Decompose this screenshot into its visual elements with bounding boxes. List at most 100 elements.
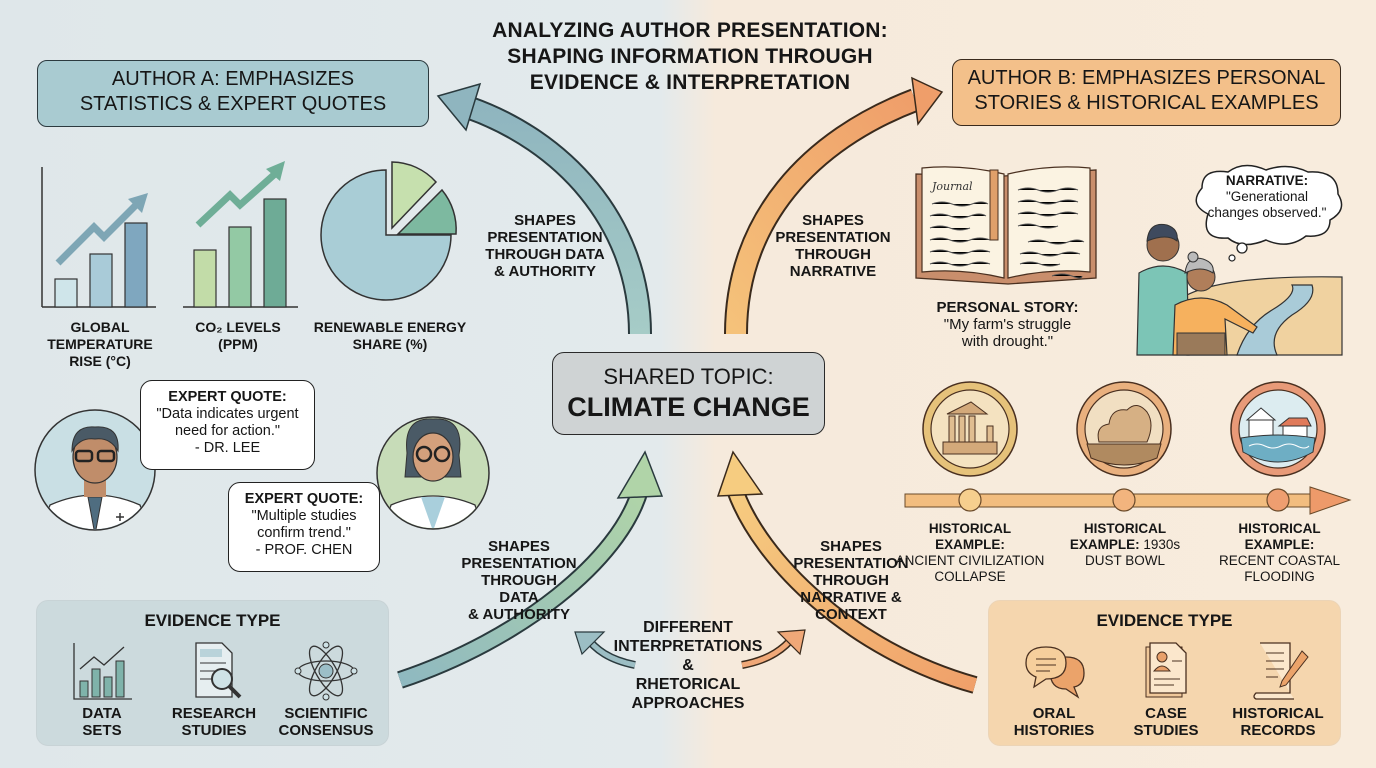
atom-icon bbox=[294, 641, 358, 701]
arrow-label-line: & AUTHORITY bbox=[468, 606, 570, 623]
quote-heading: EXPERT QUOTE: bbox=[168, 389, 287, 405]
narrative-text: changes observed." bbox=[1207, 205, 1327, 220]
hist-detail: COLLAPSE bbox=[934, 569, 1006, 584]
thought-cloud-icon bbox=[1195, 164, 1343, 262]
arrow-label-line: PRESENTATION bbox=[793, 555, 909, 572]
svg-text:Journal: Journal bbox=[930, 180, 973, 193]
arrow-label-a-bottom: SHAPES PRESENTATION THROUGH DATA & AUTHO… bbox=[460, 538, 578, 623]
arrow-label-line: SHAPES bbox=[488, 538, 550, 555]
hist-heading: HISTORICAL bbox=[1083, 521, 1167, 536]
hist-heading: HISTORICAL bbox=[1238, 521, 1321, 536]
evidence-title: EVIDENCE TYPE bbox=[144, 611, 281, 630]
arrow-label-line: SHAPES bbox=[514, 212, 576, 229]
hist-heading: EXAMPLE: bbox=[1244, 537, 1315, 552]
arrow-to-author-a bbox=[436, 82, 652, 335]
quote-text: confirm trend." bbox=[257, 525, 351, 541]
arrow-label-line: THROUGH DATA bbox=[481, 572, 557, 606]
arrow-label-line: PRESENTATION bbox=[461, 555, 577, 572]
personal-story-heading: PERSONAL STORY: bbox=[936, 299, 1079, 316]
arrow-label-line: NARRATIVE & bbox=[800, 589, 902, 606]
shared-topic-box: SHARED TOPIC: CLIMATE CHANGE bbox=[552, 352, 825, 435]
temperature-chart-label: GLOBAL TEMPERATURE RISE (°C) bbox=[40, 319, 160, 370]
document-search-icon bbox=[195, 642, 242, 699]
personal-story-caption: PERSONAL STORY: "My farm's struggle with… bbox=[925, 299, 1090, 350]
arrow-label-line: PRESENTATION bbox=[487, 229, 603, 246]
title-line: SHAPING INFORMATION THROUGH bbox=[507, 45, 873, 68]
elders-by-river-illustration-icon bbox=[1136, 223, 1343, 356]
evidence-label: SETS bbox=[82, 722, 122, 739]
arrow-evidence-b-to-topic bbox=[716, 450, 978, 694]
narrative-caption: NARRATIVE: "Generational changes observe… bbox=[1200, 173, 1334, 221]
title-line: ANALYZING AUTHOR PRESENTATION: bbox=[492, 19, 888, 42]
female-doctor-avatar-icon bbox=[376, 416, 490, 530]
arrow-label-line: NARRATIVE bbox=[789, 263, 877, 280]
author-b-line: AUTHOR B: EMPHASIZES PERSONAL bbox=[967, 67, 1326, 89]
co2-bar-chart-icon bbox=[183, 161, 298, 308]
title-line: EVIDENCE & INTERPRETATION bbox=[529, 71, 851, 94]
author-a-box: AUTHOR A: EMPHASIZES STATISTICS & EXPERT… bbox=[37, 60, 429, 127]
evidence-title: EVIDENCE TYPE bbox=[1096, 611, 1233, 630]
arrow-evidence-a-to-topic bbox=[397, 450, 664, 689]
arrow-label-line: APPROACHES bbox=[631, 695, 745, 712]
page-title: ANALYZING AUTHOR PRESENTATION: SHAPING I… bbox=[440, 18, 940, 96]
arrow-label-line: SHAPES bbox=[820, 538, 882, 555]
evidence-label: STUDIES bbox=[181, 722, 247, 739]
chart-label-line: TEMPERATURE bbox=[47, 336, 153, 352]
male-doctor-avatar-icon bbox=[34, 409, 156, 531]
arrow-label-line: DIFFERENT bbox=[643, 619, 733, 636]
speech-bubbles-icon bbox=[1025, 646, 1085, 699]
author-a-line: STATISTICS & EXPERT QUOTES bbox=[79, 93, 387, 115]
shared-topic-label: SHARED TOPIC: bbox=[603, 364, 774, 389]
author-a-line: AUTHOR A: EMPHASIZES bbox=[111, 68, 355, 90]
evidence-label: HISTORICAL bbox=[1232, 705, 1324, 722]
personal-story-text: "My farm's struggle bbox=[943, 316, 1072, 333]
evidence-label: ORAL bbox=[1032, 705, 1076, 722]
evidence-label: CONSENSUS bbox=[278, 722, 374, 739]
arrow-small-right bbox=[741, 629, 806, 669]
chart-label-line: RISE (°C) bbox=[69, 353, 131, 369]
bar-chart-icon bbox=[73, 643, 132, 700]
arrow-label-line: SHAPES bbox=[802, 212, 864, 229]
timeline bbox=[904, 486, 1352, 515]
co2-chart-label: CO₂ LEVELS (PPM) bbox=[178, 319, 298, 353]
temperature-bar-chart-icon bbox=[41, 167, 156, 308]
hist-detail: ANCIENT CIVILIZATION bbox=[895, 553, 1045, 568]
historical-example-dust-bowl: HISTORICAL EXAMPLE: 1930s DUST BOWL bbox=[1060, 521, 1190, 569]
renewable-pie-chart-icon bbox=[320, 161, 457, 301]
ancient-ruins-icon bbox=[922, 381, 1018, 477]
hist-detail: DUST BOWL bbox=[1084, 553, 1165, 568]
expert-quote-bubble-lee: EXPERT QUOTE: "Data indicates urgent nee… bbox=[140, 380, 315, 470]
arrow-label-line: & bbox=[682, 657, 694, 674]
quote-text: need for action." bbox=[174, 423, 281, 439]
quote-attribution: - DR. LEE bbox=[194, 440, 261, 456]
evidence-label: STUDIES bbox=[1133, 722, 1199, 739]
coastal-flooding-icon bbox=[1230, 381, 1326, 477]
arrow-to-author-b bbox=[724, 76, 944, 335]
journal-book-icon: Journal bbox=[915, 166, 1097, 285]
chart-label-line: GLOBAL bbox=[70, 319, 130, 335]
evidence-label: CASE bbox=[1145, 705, 1187, 722]
quote-text: "Multiple studies bbox=[251, 508, 357, 524]
arrow-label-line: THROUGH bbox=[795, 246, 871, 263]
historical-example-flooding: HISTORICAL EXAMPLE: RECENT COASTAL FLOOD… bbox=[1212, 521, 1347, 585]
hist-detail: RECENT COASTAL bbox=[1218, 553, 1341, 568]
chart-label-line: RENEWABLE ENERGY bbox=[313, 319, 467, 335]
author-b-line: STORIES & HISTORICAL EXAMPLES bbox=[974, 92, 1319, 114]
arrow-label-line: & AUTHORITY bbox=[494, 263, 596, 280]
evidence-label: RESEARCH bbox=[171, 705, 257, 722]
hist-heading: HISTORICAL bbox=[928, 521, 1012, 536]
arrow-label-line: INTERPRETATIONS bbox=[613, 638, 763, 655]
quote-attribution: - PROF. CHEN bbox=[255, 542, 353, 558]
expert-quote-bubble-chen: EXPERT QUOTE: "Multiple studies confirm … bbox=[228, 482, 380, 572]
quote-heading: EXPERT QUOTE: bbox=[244, 491, 364, 507]
evidence-label: SCIENTIFIC bbox=[284, 705, 368, 722]
hist-heading: EXAMPLE: bbox=[935, 537, 1005, 552]
chart-label-line: CO₂ LEVELS bbox=[195, 319, 281, 335]
